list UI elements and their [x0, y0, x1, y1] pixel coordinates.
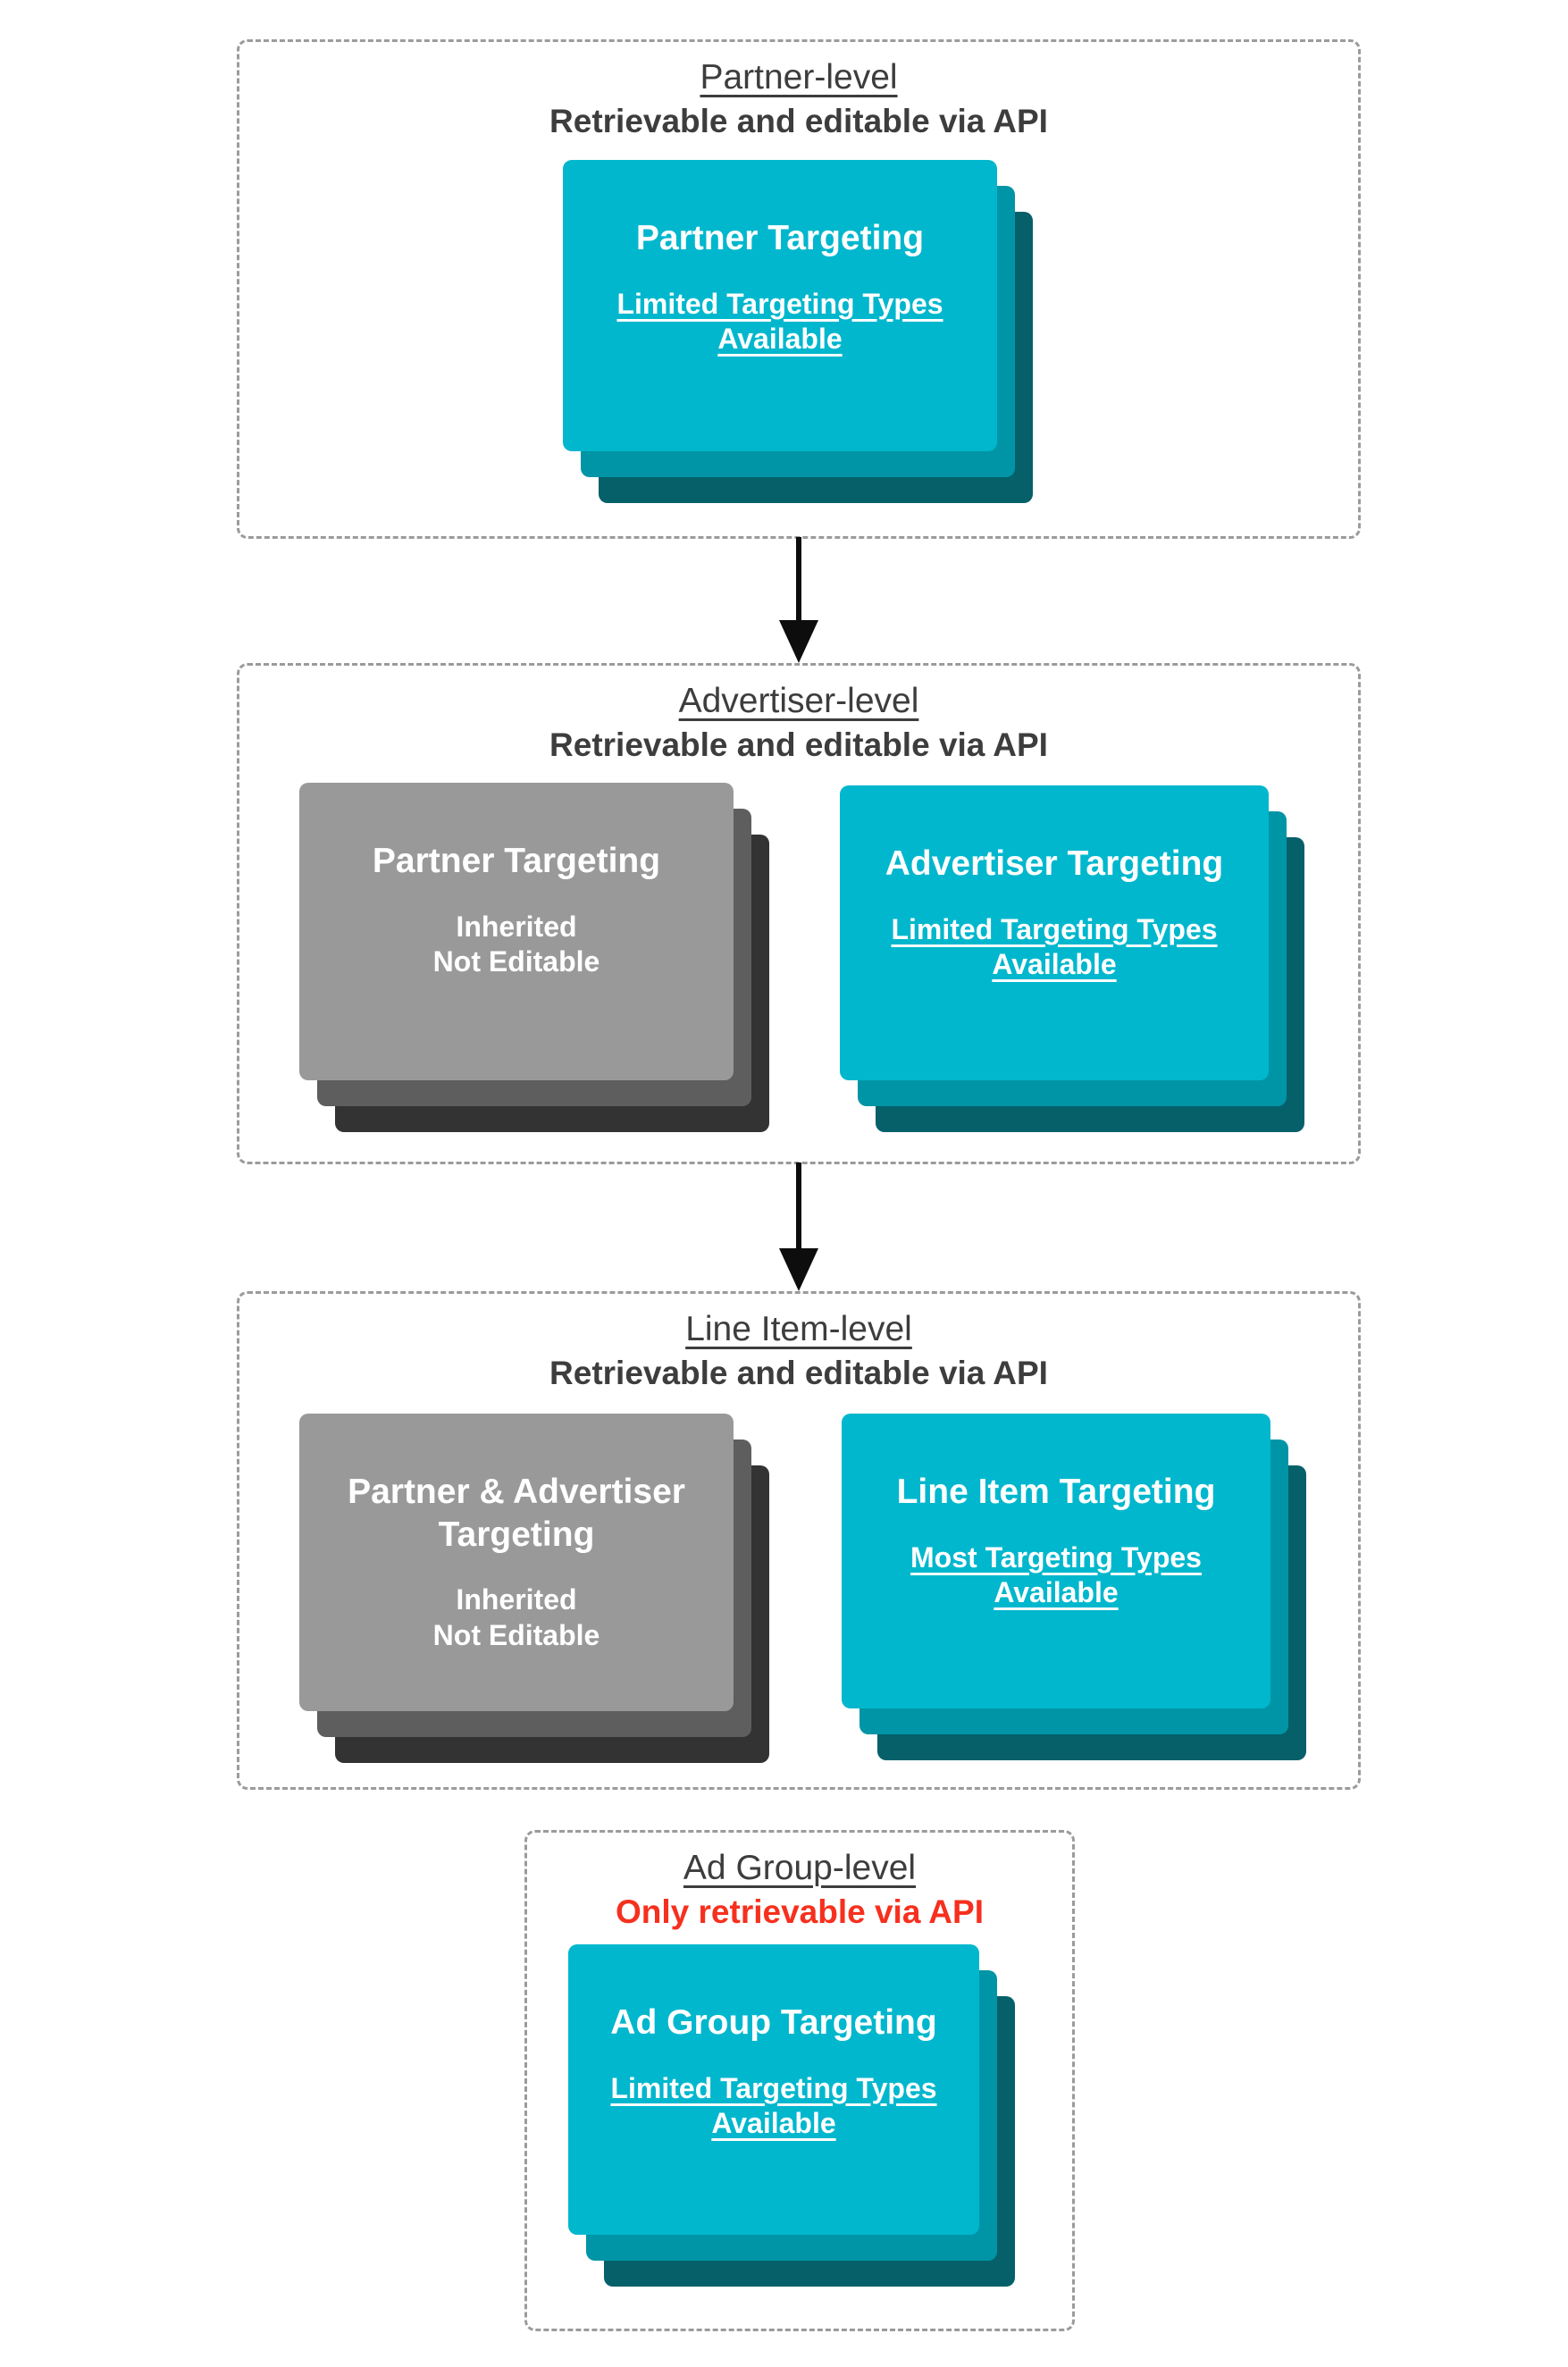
card-title: Line Item Targeting: [897, 1471, 1216, 1514]
card-title: Ad Group Targeting: [610, 2002, 936, 2044]
panel-line-item-level: Line Item-level Retrievable and editable…: [237, 1291, 1361, 1790]
card-subtitle-line: Not Editable: [432, 945, 600, 978]
card-title-line: Partner & Advertiser: [348, 1473, 685, 1511]
arrow-shaft: [796, 537, 801, 620]
card-stack-inherited-partner-targeting: Partner Targeting Inherited Not Editable: [299, 783, 769, 1132]
card-subtitle: Limited Targeting Types Available: [616, 287, 943, 357]
card-title-line: Line Item Targeting: [896, 1473, 1216, 1511]
flow-arrow-2: [779, 1163, 818, 1291]
card-stack-advertiser-targeting: Advertiser Targeting Limited Targeting T…: [840, 785, 1304, 1132]
panel-partner-level: Partner-level Retrievable and editable v…: [237, 39, 1361, 539]
card-inherited-partner-targeting: Partner Targeting Inherited Not Editable: [299, 783, 734, 1080]
card-subtitle: Inherited Not Editable: [433, 1582, 600, 1653]
panel-line-item-header: Line Item-level Retrievable and editable…: [239, 1294, 1358, 1395]
panel-advertiser-title: Advertiser-level: [678, 682, 919, 720]
card-stack-partner-targeting: Partner Targeting Limited Targeting Type…: [563, 160, 1033, 503]
card-subtitle: Inherited Not Editable: [433, 910, 600, 980]
panel-ad-group-subtitle: Only retrievable via API: [616, 1893, 984, 1930]
card-subtitle-line: Available: [992, 948, 1117, 981]
card-title: Partner Targeting: [636, 217, 924, 260]
card-title: Advertiser Targeting: [885, 843, 1224, 886]
card-subtitle-line: Inherited: [456, 910, 577, 943]
card-title: Partner Targeting: [373, 840, 660, 883]
card-title-line: Partner Targeting: [372, 842, 661, 880]
panel-ad-group-level: Ad Group-level Only retrievable via API …: [524, 1830, 1075, 2331]
card-stack-inherited-partner-advertiser-targeting: Partner & Advertiser Targeting Inherited…: [299, 1414, 769, 1763]
card-subtitle-line: Available: [711, 2107, 836, 2140]
card-stack-ad-group-targeting: Ad Group Targeting Limited Targeting Typ…: [568, 1944, 1015, 2287]
panel-partner-title: Partner-level: [700, 58, 898, 97]
panel-line-item-subtitle: Retrievable and editable via API: [549, 1354, 1048, 1391]
card-ad-group-targeting: Ad Group Targeting Limited Targeting Typ…: [568, 1944, 979, 2235]
panel-partner-subtitle: Retrievable and editable via API: [549, 102, 1048, 139]
card-partner-targeting: Partner Targeting Limited Targeting Type…: [563, 160, 997, 451]
card-title: Partner & Advertiser Targeting: [348, 1471, 685, 1556]
card-subtitle-line: Most Targeting Types: [910, 1540, 1202, 1574]
arrow-head-icon: [779, 1248, 818, 1291]
card-subtitle-line: Available: [717, 323, 843, 356]
card-subtitle-line: Limited Targeting Types: [610, 2071, 937, 2104]
panel-line-item-title: Line Item-level: [685, 1310, 912, 1348]
panel-advertiser-header: Advertiser-level Retrievable and editabl…: [239, 666, 1358, 767]
panel-advertiser-subtitle: Retrievable and editable via API: [549, 726, 1048, 763]
card-subtitle-line: Limited Targeting Types: [891, 912, 1218, 945]
card-line-item-targeting: Line Item Targeting Most Targeting Types…: [842, 1414, 1270, 1708]
card-subtitle-line: Available: [994, 1576, 1119, 1609]
card-subtitle-line: Limited Targeting Types: [616, 287, 943, 320]
card-subtitle-line: Inherited: [456, 1583, 577, 1616]
panel-ad-group-header: Ad Group-level Only retrievable via API: [527, 1833, 1072, 1934]
card-subtitle-line: Not Editable: [432, 1618, 600, 1651]
card-title-line: Partner Targeting: [635, 219, 925, 257]
card-title-line: Targeting: [438, 1515, 595, 1554]
card-title-line: Advertiser Targeting: [885, 844, 1224, 883]
card-advertiser-targeting: Advertiser Targeting Limited Targeting T…: [840, 785, 1269, 1080]
arrow-shaft: [796, 1163, 801, 1248]
flow-arrow-1: [779, 537, 818, 663]
card-subtitle: Most Targeting Types Available: [910, 1540, 1202, 1611]
card-inherited-partner-advertiser-targeting: Partner & Advertiser Targeting Inherited…: [299, 1414, 734, 1711]
card-stack-line-item-targeting: Line Item Targeting Most Targeting Types…: [842, 1414, 1306, 1760]
panel-advertiser-level: Advertiser-level Retrievable and editabl…: [237, 663, 1361, 1164]
panel-partner-header: Partner-level Retrievable and editable v…: [239, 42, 1358, 143]
card-subtitle: Limited Targeting Types Available: [610, 2071, 936, 2142]
arrow-head-icon: [779, 620, 818, 663]
card-title-line: Ad Group Targeting: [610, 2003, 937, 2042]
panel-ad-group-title: Ad Group-level: [683, 1849, 917, 1887]
card-subtitle: Limited Targeting Types Available: [891, 912, 1217, 983]
